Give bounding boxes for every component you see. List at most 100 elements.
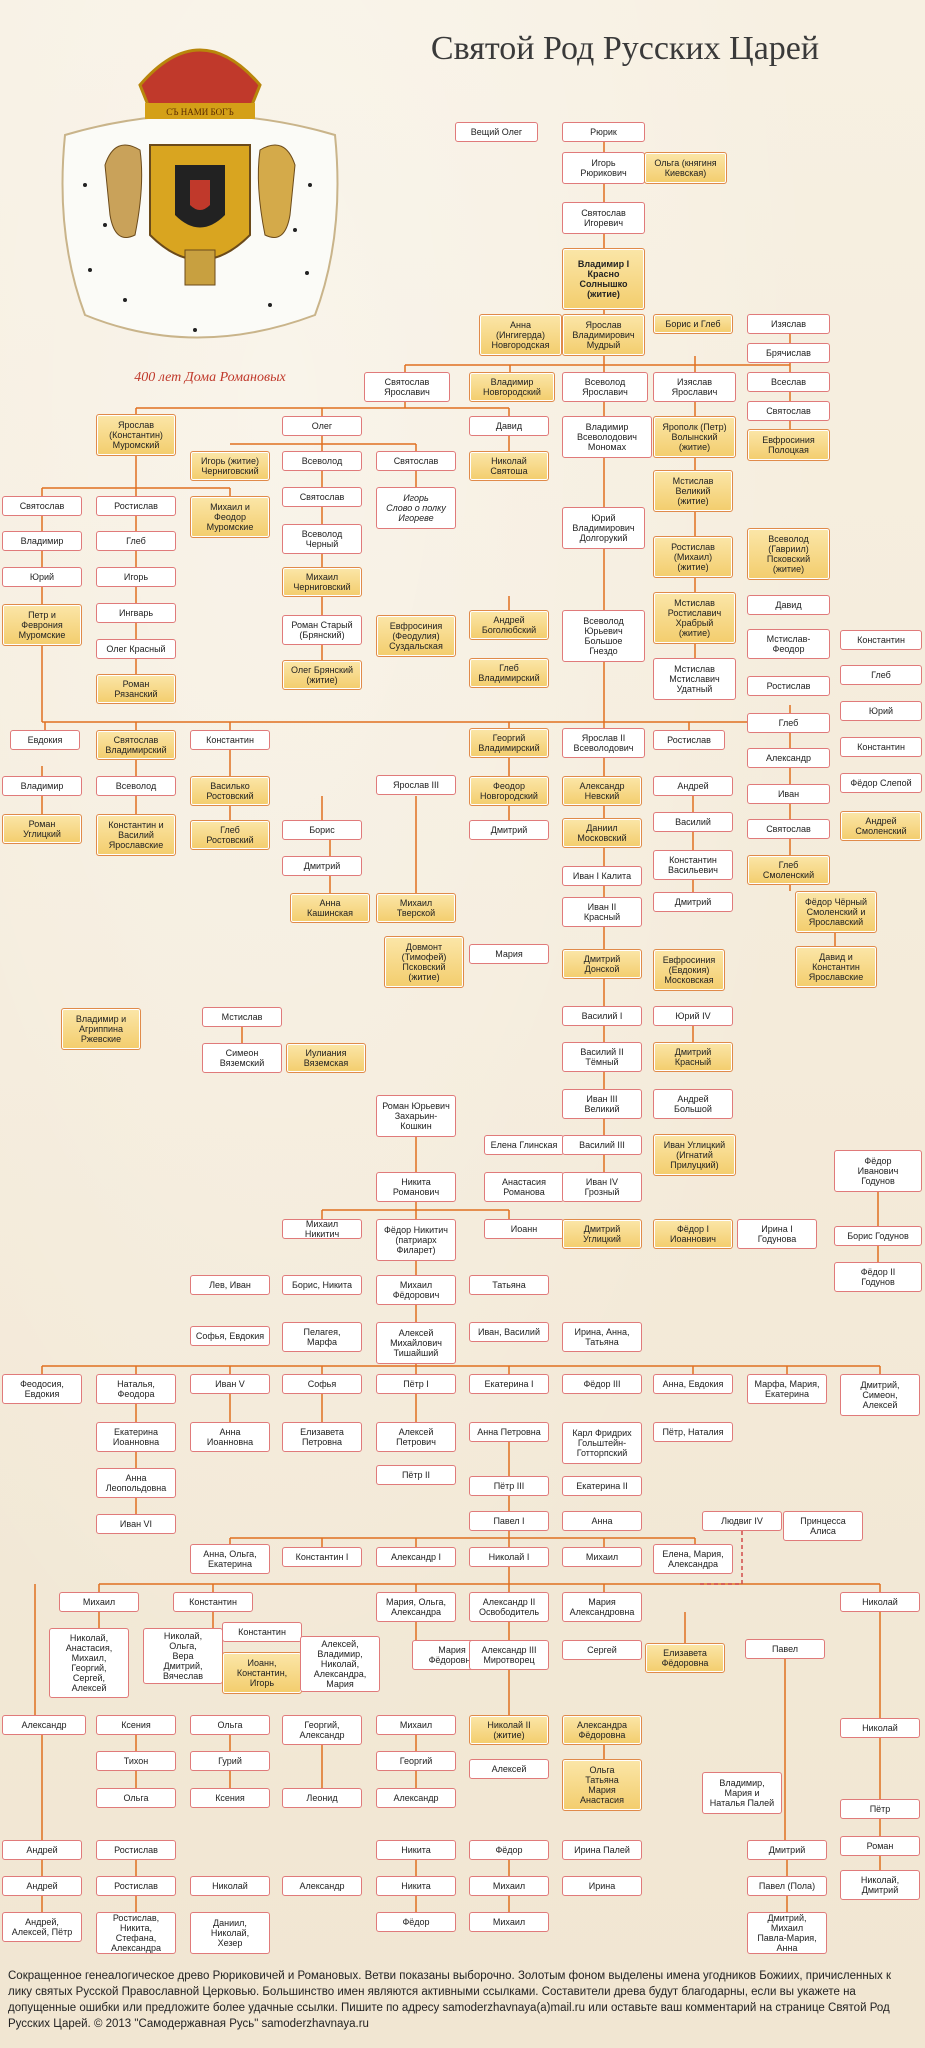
person-node-link[interactable]: Павел I [469, 1511, 549, 1531]
saint-node-link[interactable]: Даниил Московский [562, 818, 642, 848]
person-node-link[interactable]: Пётр II [376, 1465, 456, 1485]
person-node-link[interactable]: Екатерина II [562, 1476, 642, 1496]
person-node-link[interactable]: Елена Глинская [484, 1135, 564, 1155]
saint-node-link[interactable]: Андрей Смоленский [840, 811, 922, 841]
person-node-link[interactable]: Тихон [96, 1751, 176, 1771]
person-node-link[interactable]: Ингварь [96, 603, 176, 623]
saint-node-link[interactable]: Ольга Татьяна Мария Анастасия [562, 1759, 642, 1811]
saint-node-link[interactable]: Глеб Владимирский [469, 658, 549, 688]
person-node-link[interactable]: Иван VI [96, 1514, 176, 1534]
person-node-link[interactable]: Михаил [59, 1592, 139, 1612]
person-node-link[interactable]: Елена, Мария, Александра [653, 1544, 733, 1574]
person-node-link[interactable]: Игорь Слово о полку Игореве [376, 487, 456, 529]
person-node-link[interactable]: Всеволод Черный [282, 524, 362, 554]
person-node-link[interactable]: Михаил Никитич [282, 1219, 362, 1239]
saint-node-link[interactable]: Ольга (княгиня Киевская) [644, 152, 727, 184]
person-node-link[interactable]: Александр II Освободитель [469, 1592, 549, 1622]
person-node-link[interactable]: Мстислав- Феодор [747, 629, 830, 659]
saint-node-link[interactable]: Михаил и Феодор Муромские [190, 496, 270, 538]
person-node-link[interactable]: Ксения [190, 1788, 270, 1808]
person-node-link[interactable]: Александр [376, 1788, 456, 1808]
person-node-link[interactable]: Елизавета Петровна [282, 1422, 362, 1452]
person-node-link[interactable]: Василий II Тёмный [562, 1042, 642, 1072]
person-node-link[interactable]: Иван, Василий [469, 1322, 549, 1342]
saint-node-link[interactable]: Евфросиния (Евдокия) Московская [653, 949, 725, 991]
saint-node-link[interactable]: Мстислав Великий (житие) [653, 470, 733, 512]
person-node-link[interactable]: Иван I Калита [562, 866, 642, 886]
person-node-link[interactable]: Фёдор [376, 1912, 456, 1932]
person-node-link[interactable]: Дмитрий [653, 892, 733, 912]
person-node-link[interactable]: Михаил [469, 1912, 549, 1932]
person-node-link[interactable]: Михаил [562, 1547, 642, 1567]
person-node-link[interactable]: Фёдор III [562, 1374, 642, 1394]
person-node-link[interactable]: Всеволод Ярославич [562, 372, 648, 402]
person-node-link[interactable]: Ирина [562, 1876, 642, 1896]
person-node-link[interactable]: Ростислав [747, 676, 830, 696]
person-node-link[interactable]: Александр I [376, 1547, 456, 1567]
person-node-link[interactable]: Николай, Анастасия, Михаил, Георгий, Сер… [49, 1628, 129, 1698]
person-node-link[interactable]: Юрий IV [653, 1006, 733, 1026]
saint-node-link[interactable]: Елизавета Фёдоровна [645, 1643, 725, 1673]
person-node-link[interactable]: Святослав Ярославич [364, 372, 450, 402]
saint-node-link[interactable]: Роман Углицкий [2, 814, 82, 844]
person-node-link[interactable]: Георгий [376, 1751, 456, 1771]
person-node-link[interactable]: Андрей [653, 776, 733, 796]
person-node-link[interactable]: Глеб [96, 531, 176, 551]
person-node-link[interactable]: Олег [282, 416, 362, 436]
saint-node-link[interactable]: Ростислав (Михаил) (житие) [653, 536, 733, 578]
person-node-link[interactable]: Симеон Вяземский [202, 1043, 282, 1073]
person-node-link[interactable]: Брячислав [747, 343, 830, 363]
saint-node-link[interactable]: Иулиания Вяземская [286, 1043, 366, 1073]
person-node-link[interactable]: Пётр I [376, 1374, 456, 1394]
person-node-link[interactable]: Владимир [2, 531, 82, 551]
person-node-link[interactable]: Константин Васильевич [653, 850, 733, 880]
person-node-link[interactable]: Даниил, Николай, Хезер [190, 1912, 270, 1954]
person-node-link[interactable]: Святослав [282, 487, 362, 507]
person-node-link[interactable]: Борис [282, 820, 362, 840]
saint-node-link[interactable]: Василько Ростовский [190, 776, 270, 806]
person-node-link[interactable]: Мстислав Мстиславич Удатный [653, 658, 736, 700]
person-node-link[interactable]: Алексей Михайлович Тишайший [376, 1322, 456, 1364]
saint-node-link[interactable]: Ярослав Владимирович Мудрый [562, 314, 645, 356]
person-node-link[interactable]: Давид [469, 416, 549, 436]
saint-node-link[interactable]: Михаил Тверской [376, 893, 456, 923]
saint-node-link[interactable]: Ярополк (Петр) Волынский (житие) [653, 416, 736, 458]
person-node-link[interactable]: Константин [222, 1622, 302, 1642]
person-node-link[interactable]: Андрей [2, 1876, 82, 1896]
saint-node-link[interactable]: Александра Фёдоровна [562, 1715, 642, 1745]
person-node-link[interactable]: Павел [745, 1639, 825, 1659]
person-node-link[interactable]: Борис Годунов [834, 1226, 922, 1246]
person-node-link[interactable]: Пётр III [469, 1476, 549, 1496]
person-node-link[interactable]: Никита [376, 1840, 456, 1860]
person-node-link[interactable]: Александр III Миротворец [469, 1640, 549, 1670]
person-node-link[interactable]: Глеб [840, 665, 922, 685]
person-node-link[interactable]: Екатерина Иоанновна [96, 1422, 176, 1452]
person-node-link[interactable]: Роман [840, 1836, 920, 1856]
person-node-link[interactable]: Андрей Большой [653, 1089, 733, 1119]
person-node-link[interactable]: Анна Иоанновна [190, 1422, 270, 1452]
person-node-link[interactable]: Николай, Дмитрий [840, 1870, 920, 1900]
saint-node-link[interactable]: Дмитрий Донской [562, 949, 642, 979]
person-node-link[interactable]: Константин [190, 730, 270, 750]
person-node-link[interactable]: Алексей Петрович [376, 1422, 456, 1452]
saint-node-link[interactable]: Александр Невский [562, 776, 642, 806]
person-node-link[interactable]: Александр [747, 748, 830, 768]
person-node-link[interactable]: Святослав [747, 401, 830, 421]
person-node-link[interactable]: Всеслав [747, 372, 830, 392]
person-node-link[interactable]: Юрий [2, 567, 82, 587]
saint-node-link[interactable]: Евфросиния (Феодулия) Суздальская [376, 615, 456, 657]
person-node-link[interactable]: Анна, Ольга, Екатерина [190, 1544, 270, 1574]
saint-node-link[interactable]: Мстислав Ростиславич Храбрый (житие) [653, 592, 736, 644]
person-node-link[interactable]: Екатерина I [469, 1374, 549, 1394]
person-node-link[interactable]: Глеб [747, 713, 830, 733]
person-node-link[interactable]: Лев, Иван [190, 1275, 270, 1295]
saint-node-link[interactable]: Владимир I Красно Солнышко (житие) [562, 248, 645, 310]
saint-node-link[interactable]: Дмитрий Красный [653, 1042, 733, 1072]
saint-node-link[interactable]: Всеволод (Гавриил) Псковский (житие) [747, 528, 830, 580]
person-node-link[interactable]: Игорь Рюрикович [562, 152, 645, 184]
person-node-link[interactable]: Алексей [469, 1759, 549, 1779]
saint-node-link[interactable]: Олег Брянский (житие) [282, 660, 362, 690]
person-node-link[interactable]: Всеволод Юрьевич Большое Гнездо [562, 610, 645, 662]
person-node-link[interactable]: Ростислав [96, 496, 176, 516]
saint-node-link[interactable]: Роман Рязанский [96, 674, 176, 704]
